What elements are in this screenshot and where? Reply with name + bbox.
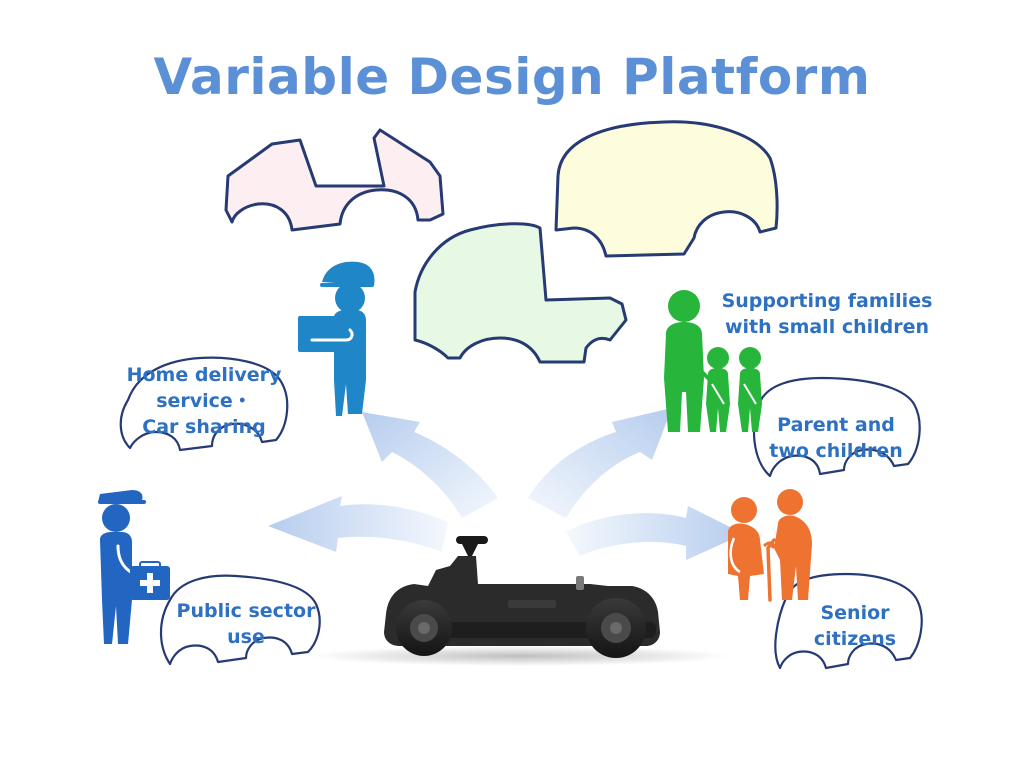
label-parent-children-line-2: two children: [769, 440, 903, 462]
label-supporting-families: Supporting families with small children: [706, 288, 948, 340]
label-home-delivery-line-3: Car sharing: [142, 416, 266, 438]
label-public-sector-line-2: use: [227, 626, 265, 648]
label-senior-citizens-line-2: citizens: [813, 628, 897, 650]
body-shell-cargo: [413, 222, 628, 364]
label-supporting-families-line-2: with small children: [724, 316, 930, 338]
label-parent-children-line-1: Parent and: [777, 414, 895, 436]
label-public-sector: Public sector use: [164, 598, 328, 650]
body-shell-van: [554, 120, 779, 258]
diagram-title: Variable Design Platform: [153, 48, 871, 106]
label-supporting-families-line-1: Supporting families: [721, 290, 933, 312]
arrow-to-families: [528, 408, 672, 518]
delivery-person-icon: [298, 261, 375, 416]
label-parent-children: Parent and two children: [756, 412, 916, 464]
senior-couple-icon: [728, 489, 812, 602]
body-shell-open-top: [224, 128, 445, 232]
label-bubble-parent-children: [752, 376, 921, 478]
label-public-sector-line-1: Public sector: [176, 600, 316, 622]
arrow-to-public-sector: [268, 496, 448, 552]
label-bubble-home-delivery: [119, 356, 289, 452]
label-home-delivery-line-1: Home delivery: [126, 364, 282, 386]
label-bubble-senior: [774, 572, 923, 670]
arrow-to-home-delivery: [362, 412, 498, 518]
label-bubble-public-sector: [160, 574, 321, 666]
family-icon: [664, 290, 762, 432]
vehicle-chassis-image: [310, 536, 730, 666]
medic-icon: [98, 490, 170, 644]
label-home-delivery-line-2: service・: [156, 390, 252, 412]
label-senior-citizens: Senior citizens: [790, 600, 920, 652]
label-senior-citizens-line-1: Senior: [820, 602, 890, 624]
label-home-delivery: Home delivery service・ Car sharing: [112, 362, 296, 440]
arrow-to-seniors: [566, 506, 744, 560]
